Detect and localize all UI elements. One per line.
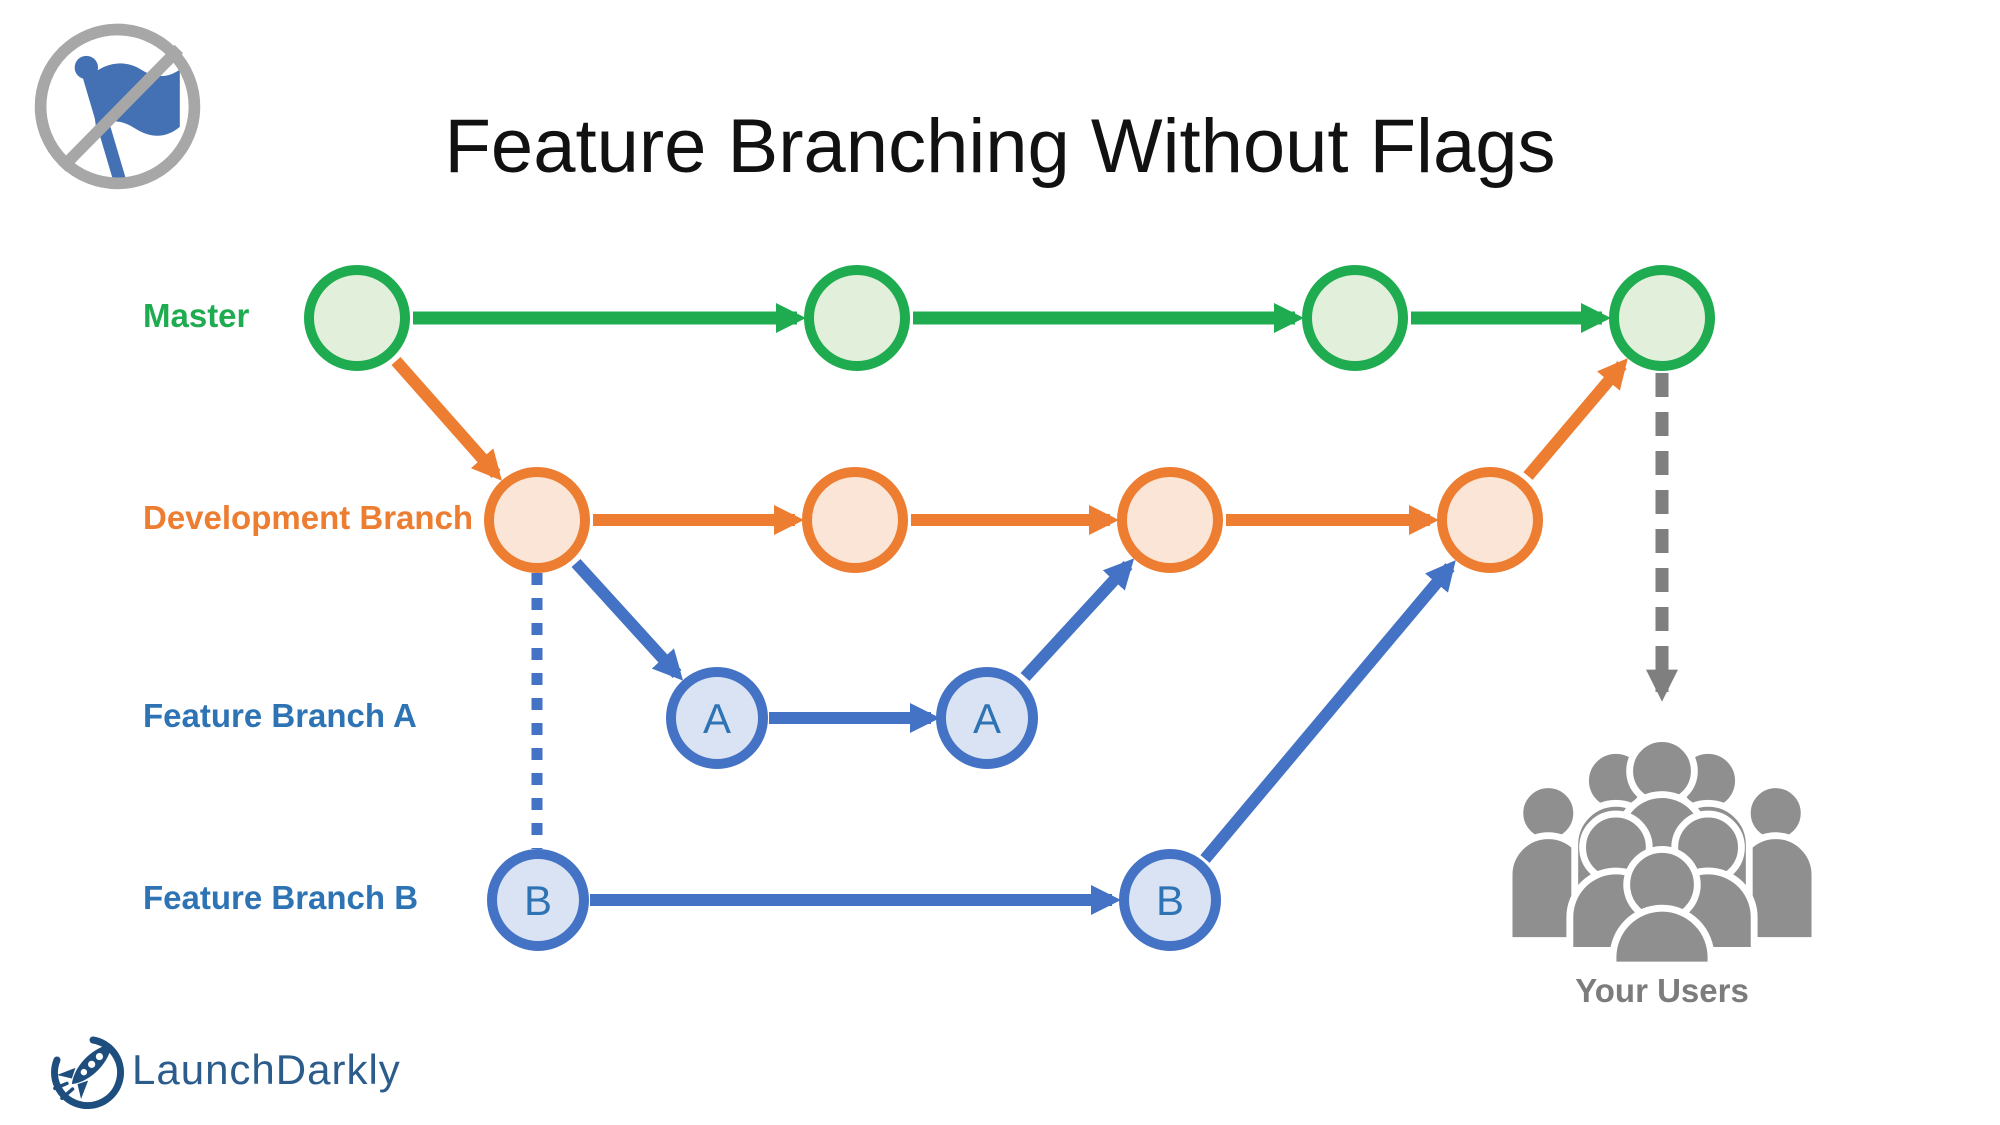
arrow-merge-feature-b-to-development (1200, 560, 1456, 863)
commit-node-feature-a-1 (666, 667, 768, 769)
no-flag-icon (34, 23, 201, 190)
arrow-branch-to-development (391, 357, 502, 481)
logo-wordmark: LaunchDarkly (132, 1046, 401, 1093)
label-feature-branch-b: Feature Branch B (143, 879, 419, 916)
label-development-branch: Development Branch (143, 499, 474, 536)
commit-node-master-4 (1609, 265, 1715, 371)
commit-node-feature-a-2 (936, 667, 1038, 769)
commit-node-development-2 (802, 467, 908, 573)
commit-node-master-3 (1302, 265, 1408, 371)
label-feature-branch-a: Feature Branch A (143, 697, 417, 734)
arrow-merge-development-to-master (1523, 358, 1628, 480)
users-group-icon (1505, 735, 1819, 969)
user-silhouette (1609, 845, 1715, 969)
commit-node-master-2 (804, 265, 910, 371)
rocket-icon (51, 1036, 125, 1110)
node-letter-a2: A (973, 695, 1001, 742)
commit-node-feature-b-1 (487, 849, 589, 951)
arrow-merge-feature-a-to-development (1020, 558, 1135, 682)
prohibition-slash (57, 44, 184, 172)
node-letter-b2: B (1156, 877, 1184, 924)
node-letter-a1: A (703, 695, 731, 742)
prohibition-circle (34, 23, 201, 190)
commit-node-master-1 (304, 265, 410, 371)
page-title: Feature Branching Without Flags (444, 103, 1556, 189)
users-label: Your Users (1575, 972, 1749, 1009)
label-master: Master (143, 297, 250, 334)
commit-node-development-3 (1117, 467, 1223, 573)
node-letter-b1: B (524, 877, 552, 924)
commit-node-feature-b-2 (1119, 849, 1221, 951)
commit-node-development-1 (484, 467, 590, 573)
commit-node-development-4 (1437, 467, 1543, 573)
arrow-branch-to-feature-a (571, 558, 684, 681)
